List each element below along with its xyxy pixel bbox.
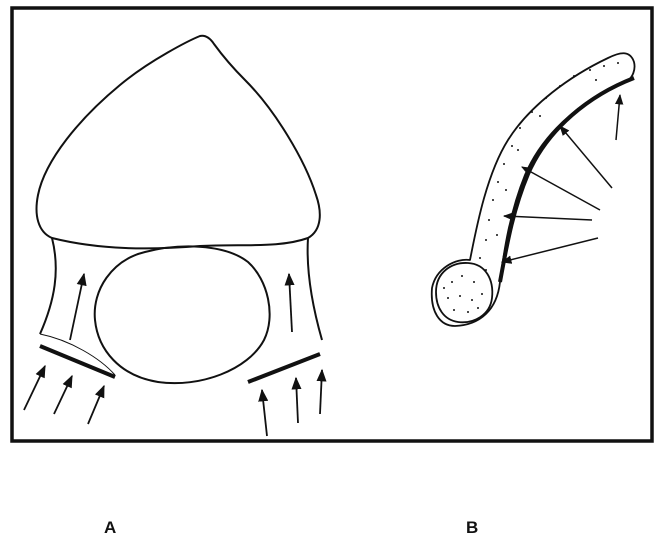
vertebral-foramen (95, 246, 270, 383)
arrow (289, 274, 292, 332)
arrow (296, 378, 298, 423)
panel-a-vertebra (37, 36, 322, 383)
panel-b-arrows (502, 95, 620, 262)
rib-head (436, 263, 492, 322)
arrow (504, 216, 592, 220)
arrow (560, 126, 612, 188)
rib-thick-cortex (500, 78, 634, 282)
panel-label-b: B (466, 518, 478, 538)
panel-label-a: A (104, 518, 116, 538)
arrow (70, 274, 84, 340)
right-lamina (308, 238, 322, 340)
diagram-figure (0, 0, 654, 450)
arrow (502, 238, 598, 262)
left-compression-bar (40, 346, 115, 377)
right-compression-bar (248, 354, 320, 382)
left-lamina (40, 238, 56, 334)
arrow (616, 95, 620, 140)
arrow (24, 366, 45, 410)
arrow (262, 390, 267, 436)
arrow (54, 376, 72, 414)
arrow (88, 386, 104, 424)
vertebral-body (37, 36, 320, 249)
panel-b-rib (432, 53, 635, 326)
arrow (522, 167, 600, 210)
panel-a-arrows (24, 274, 322, 436)
arrow (320, 370, 322, 414)
